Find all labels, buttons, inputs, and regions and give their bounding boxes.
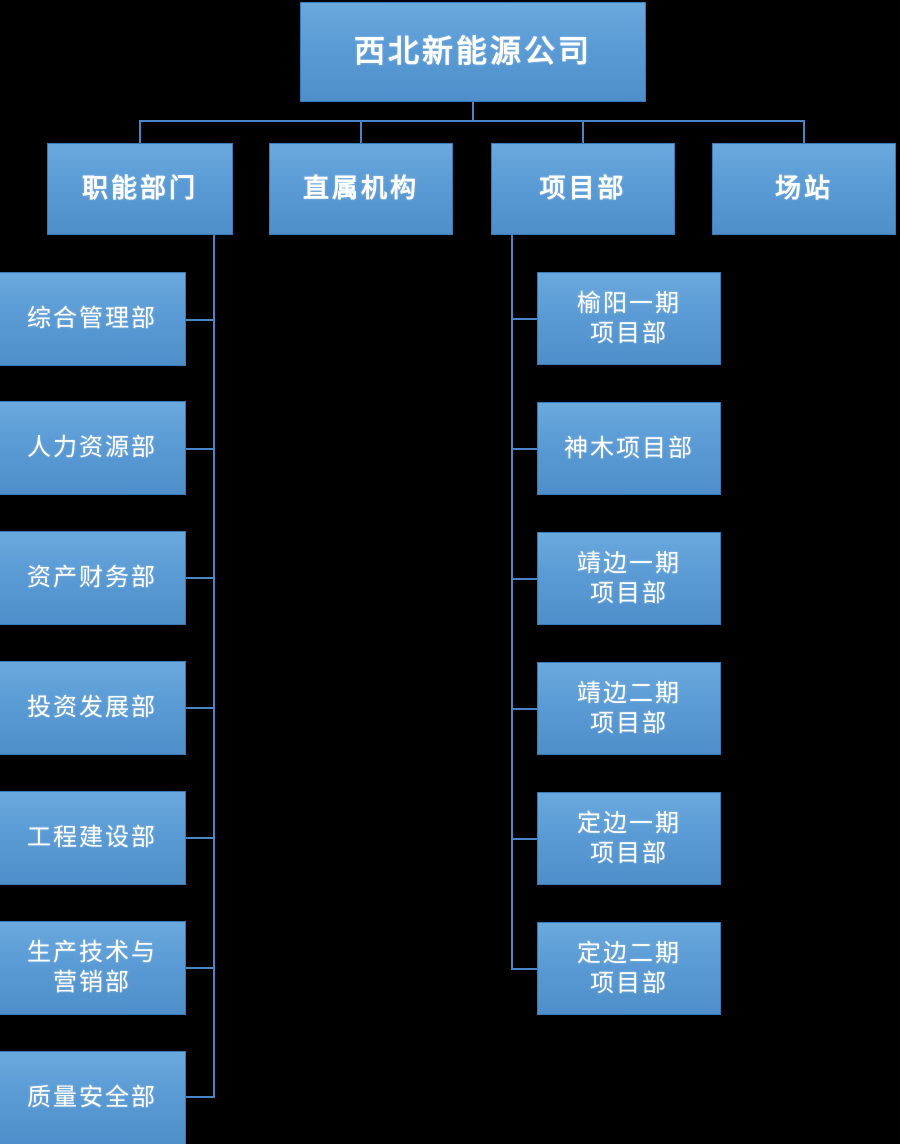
org-node-jingbian-phase2[interactable]: 靖边二期 项目部 bbox=[537, 662, 721, 755]
connector-elbow-human-resources bbox=[186, 448, 215, 450]
org-node-yuyang-phase1-label: 榆阳一期 项目部 bbox=[577, 290, 681, 347]
connector-root-stem bbox=[472, 102, 474, 121]
org-node-investment-development[interactable]: 投资发展部 bbox=[0, 661, 186, 755]
org-node-direct-institutions-label: 直属机构 bbox=[302, 173, 419, 203]
org-node-quality-safety[interactable]: 质量安全部 bbox=[0, 1051, 186, 1144]
org-node-comprehensive-management[interactable]: 综合管理部 bbox=[0, 272, 186, 366]
org-node-production-technology-marketing-label: 生产技术与 营销部 bbox=[27, 940, 157, 996]
connector-elbow-investment-development bbox=[186, 707, 215, 709]
connector-elbow-comprehensive-management bbox=[186, 319, 215, 321]
org-node-engineering-construction[interactable]: 工程建设部 bbox=[0, 791, 186, 885]
connector-elbow-production-marketing bbox=[186, 967, 215, 969]
connector-drop-station bbox=[803, 120, 805, 143]
org-node-human-resources[interactable]: 人力资源部 bbox=[0, 401, 186, 495]
org-node-investment-development-label: 投资发展部 bbox=[27, 695, 157, 721]
org-node-project-departments-label: 项目部 bbox=[539, 173, 627, 203]
connector-elbow-jingbian-phase1 bbox=[511, 578, 538, 580]
connector-elbow-quality-safety bbox=[186, 1096, 215, 1098]
connector-drop-direct bbox=[360, 120, 362, 143]
connector-elbow-shenmu bbox=[511, 448, 538, 450]
org-node-dingbian-phase2[interactable]: 定边二期 项目部 bbox=[537, 922, 721, 1015]
connector-drop-project bbox=[582, 120, 584, 143]
connector-elbow-engineering-construction bbox=[186, 837, 215, 839]
org-node-root-label: 西北新能源公司 bbox=[354, 33, 592, 69]
org-node-dingbian-phase1-label: 定边一期 项目部 bbox=[577, 810, 681, 867]
connector-elbow-dingbian-phase2 bbox=[511, 968, 538, 970]
connector-functional-spine bbox=[213, 235, 215, 1097]
org-node-production-technology-marketing[interactable]: 生产技术与 营销部 bbox=[0, 921, 186, 1015]
org-node-project-departments[interactable]: 项目部 bbox=[491, 143, 675, 235]
connector-elbow-asset-finance bbox=[186, 577, 215, 579]
org-node-shenmu[interactable]: 神木项目部 bbox=[537, 402, 721, 495]
connector-elbow-dingbian-phase1 bbox=[511, 838, 538, 840]
org-node-human-resources-label: 人力资源部 bbox=[27, 435, 157, 461]
org-node-stations[interactable]: 场站 bbox=[712, 143, 896, 235]
org-node-quality-safety-label: 质量安全部 bbox=[27, 1085, 157, 1111]
connector-elbow-yuyang-phase1 bbox=[511, 318, 538, 320]
connector-elbow-jingbian-phase2 bbox=[511, 708, 538, 710]
org-node-dingbian-phase2-label: 定边二期 项目部 bbox=[577, 940, 681, 997]
org-node-functional-departments-label: 职能部门 bbox=[81, 173, 198, 203]
connector-drop-functional bbox=[139, 120, 141, 143]
org-node-dingbian-phase1[interactable]: 定边一期 项目部 bbox=[537, 792, 721, 885]
connector-level2-bar bbox=[139, 120, 805, 122]
org-node-direct-institutions[interactable]: 直属机构 bbox=[269, 143, 453, 235]
org-node-jingbian-phase1[interactable]: 靖边一期 项目部 bbox=[537, 532, 721, 625]
org-node-yuyang-phase1[interactable]: 榆阳一期 项目部 bbox=[537, 272, 721, 365]
org-node-root[interactable]: 西北新能源公司 bbox=[300, 2, 646, 102]
org-node-functional-departments[interactable]: 职能部门 bbox=[47, 143, 233, 235]
org-node-comprehensive-management-label: 综合管理部 bbox=[27, 306, 157, 332]
org-node-engineering-construction-label: 工程建设部 bbox=[27, 825, 157, 851]
org-node-stations-label: 场站 bbox=[774, 173, 833, 203]
org-node-asset-finance[interactable]: 资产财务部 bbox=[0, 531, 186, 625]
connector-project-spine bbox=[511, 235, 513, 970]
org-node-jingbian-phase2-label: 靖边二期 项目部 bbox=[577, 680, 681, 737]
org-node-asset-finance-label: 资产财务部 bbox=[27, 565, 157, 591]
org-node-jingbian-phase1-label: 靖边一期 项目部 bbox=[577, 550, 681, 607]
org-node-shenmu-label: 神木项目部 bbox=[564, 435, 694, 462]
